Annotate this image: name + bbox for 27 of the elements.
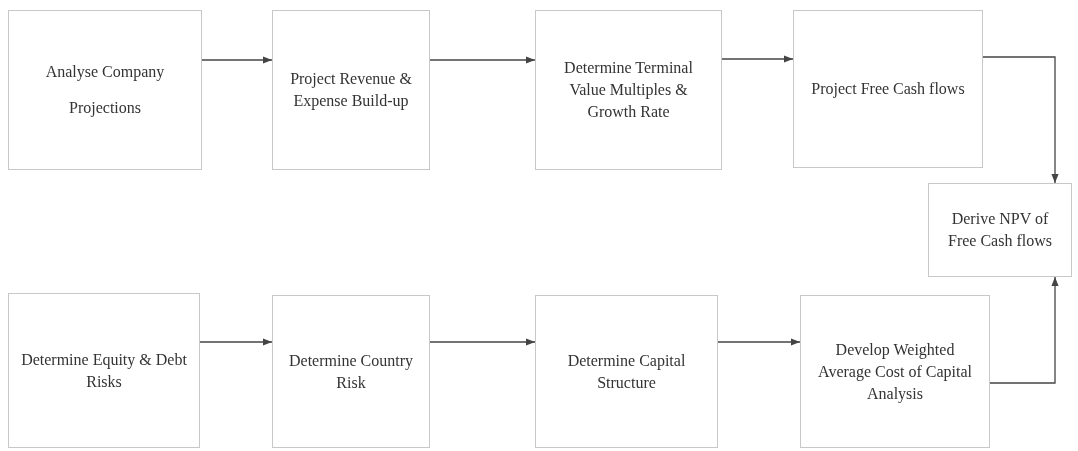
box-text: Projections — [69, 98, 141, 119]
arrow — [982, 56, 1059, 184]
box-text: Develop Weighted Average Cost of Capital Analysis — [817, 339, 973, 405]
arrow — [201, 56, 273, 64]
process-box — [8, 293, 200, 448]
process-box — [8, 10, 202, 170]
process-box — [793, 10, 983, 168]
box-text: Determine Capital Structure — [566, 350, 687, 393]
arrow — [721, 55, 794, 63]
box-text: Determine Terminal Value Multiples & Growth Rate — [563, 58, 694, 122]
box-text: Analyse Company — [45, 62, 165, 83]
arrow — [429, 338, 536, 346]
box-text: Derive NPV of Free Cash flows — [947, 209, 1053, 251]
arrow — [199, 338, 273, 346]
box-text: Determine Country Risk — [288, 350, 414, 393]
box-text: Project Free Cash flows — [811, 79, 965, 100]
box-text: Determine Equity & Debt Risks — [20, 349, 188, 392]
arrow — [717, 338, 801, 346]
process-box — [272, 295, 430, 448]
process-box — [928, 183, 1072, 277]
process-box — [272, 10, 430, 170]
process-box — [800, 295, 990, 448]
process-box — [535, 10, 722, 170]
process-box — [535, 295, 718, 448]
arrow — [989, 276, 1059, 384]
box-text: Project Revenue & Expense Build-up — [289, 69, 413, 112]
arrow — [429, 56, 536, 64]
